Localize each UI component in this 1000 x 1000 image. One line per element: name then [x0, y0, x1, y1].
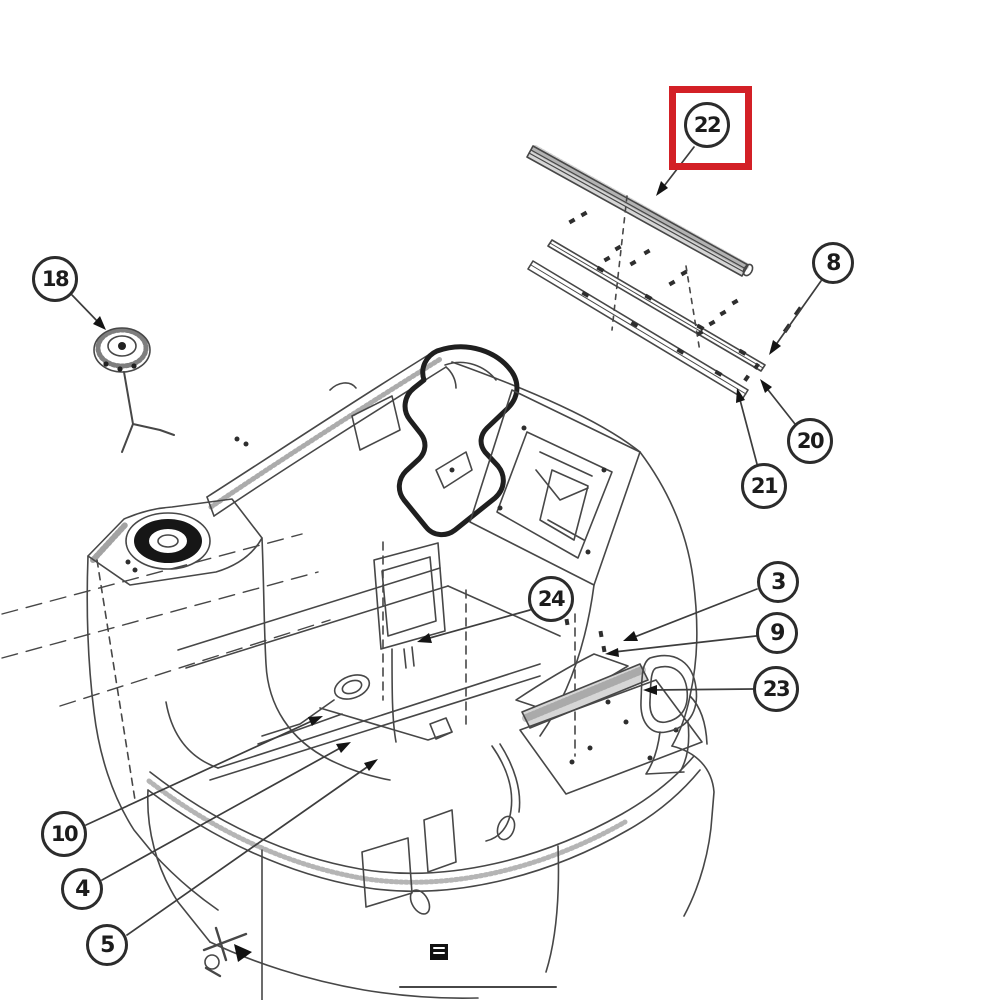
- callout-18[interactable]: 18: [32, 256, 78, 302]
- knob-part-18: [93, 327, 175, 453]
- callout-24[interactable]: 24: [528, 576, 574, 622]
- highlight-box-22: [669, 86, 752, 170]
- callout-label: 8: [826, 250, 841, 276]
- callout-label: 9: [770, 620, 785, 646]
- callout-label: 3: [771, 569, 786, 595]
- callout-3[interactable]: 3: [757, 561, 799, 603]
- callout-label: 10: [50, 822, 79, 846]
- callout-9[interactable]: 9: [756, 612, 798, 654]
- callout-21[interactable]: 21: [741, 463, 787, 509]
- callout-arrowheads: [93, 181, 781, 771]
- callout-23[interactable]: 23: [753, 666, 799, 712]
- callout-label: 24: [537, 587, 566, 611]
- callout-22[interactable]: 22: [684, 102, 730, 148]
- retaining-strip-parts: [527, 195, 766, 399]
- callout-label: 4: [75, 876, 90, 902]
- callout-label: 21: [750, 474, 779, 498]
- callout-label: 22: [693, 113, 722, 137]
- squeegee-blade-part: [526, 145, 754, 277]
- callout-4[interactable]: 4: [61, 868, 103, 910]
- leader-lines: [71, 146, 822, 936]
- callout-label: 23: [762, 677, 791, 701]
- callout-10[interactable]: 10: [41, 811, 87, 857]
- mounting-screws: [564, 210, 803, 653]
- callout-label: 5: [100, 932, 115, 958]
- callout-label: 20: [796, 429, 825, 453]
- callout-8[interactable]: 8: [812, 242, 854, 284]
- callout-5[interactable]: 5: [86, 924, 128, 966]
- callout-label: 18: [41, 267, 70, 291]
- callout-20[interactable]: 20: [787, 418, 833, 464]
- machine-body: [1, 344, 715, 1000]
